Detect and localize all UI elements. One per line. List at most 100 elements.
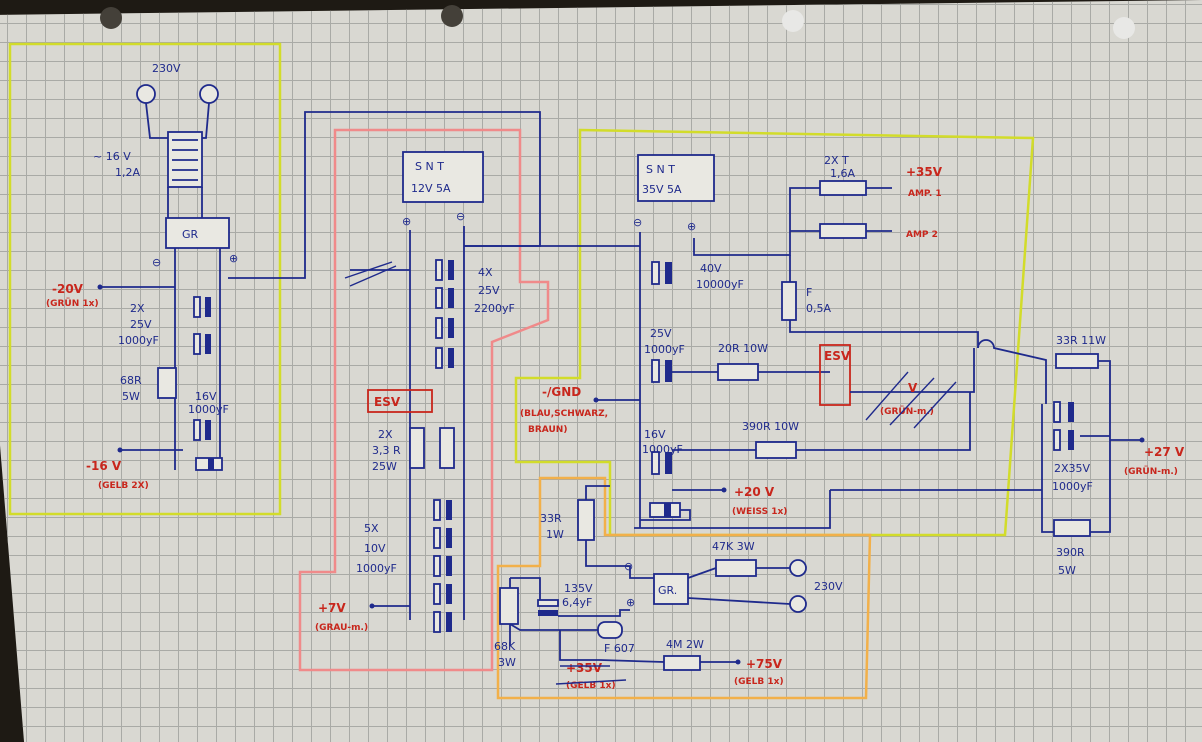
bridge-rectifier xyxy=(653,573,689,605)
cap2-count: 5X xyxy=(364,522,379,535)
output-plus75-color: (GELB 1x) xyxy=(734,677,784,687)
transformer-label: ~ 16 V xyxy=(93,150,131,163)
fuse-label: F xyxy=(806,286,812,299)
res68-power: 5W xyxy=(122,390,140,403)
smps-12v-section: S N T 12V 5A ⊕ ⊖ 4X 25V 2200yF ESV 2X 3,… xyxy=(315,151,515,633)
res33-value: 33R xyxy=(540,512,562,525)
rectifier-label: GR xyxy=(182,228,199,241)
fuse-symbol xyxy=(597,621,623,639)
fuse-amp1 xyxy=(819,180,867,196)
left-section: 230V ~ 16 V 1,2A GR ⊖ ⊕ -20V (GRÜN 1x) 2… xyxy=(46,62,541,491)
output-neg16-voltage: -16 V xyxy=(86,459,122,473)
resistor-68k xyxy=(499,587,519,625)
smps35-title: S N T xyxy=(646,163,675,176)
punch-hole xyxy=(441,5,463,27)
resistor-33r xyxy=(409,427,425,469)
frame-bottom-section xyxy=(496,476,872,700)
cap-capacitance: 10000yF xyxy=(696,278,744,291)
res33-label: 33R 11W xyxy=(1056,334,1106,347)
resistor-390r xyxy=(1053,519,1091,537)
cap2-voltage: 25V xyxy=(650,327,672,340)
capacitor-symbol xyxy=(651,359,672,383)
minus-terminal: ⊖ xyxy=(633,216,642,229)
struck-color: (GELB 1x) xyxy=(566,681,616,691)
resistor-4m xyxy=(663,655,701,671)
bridge-label: GR. xyxy=(658,584,677,597)
minus-terminal: ⊖ xyxy=(624,560,633,573)
capacitor-symbol xyxy=(1053,401,1074,451)
cap-count: 4X xyxy=(478,266,493,279)
output-plus7-color: (GRAU-m.) xyxy=(315,623,368,633)
cap-voltage: 135V xyxy=(564,582,593,595)
mains-label: 230V xyxy=(152,62,181,75)
esv-box xyxy=(367,389,433,413)
cap2-capacitance: 1000yF xyxy=(644,343,685,356)
esv-label: ESV xyxy=(374,395,401,409)
plus-terminal: ⊕ xyxy=(626,596,635,609)
resistor-33r xyxy=(1055,353,1099,369)
bottom-section: 33R 1W ⊖ ⊕ GR. 47K 3W 230V 135V 6,4yF 68… xyxy=(494,485,843,691)
cap-capacitance: 6,4yF xyxy=(562,596,592,609)
output-plus7-voltage: +7V xyxy=(318,601,346,615)
plus-terminal: ⊕ xyxy=(229,252,238,265)
res33-power: 25W xyxy=(372,460,397,473)
resistor-390r xyxy=(755,441,797,459)
transformer-current: 1,2A xyxy=(115,166,140,179)
output-plus75-voltage: +75V xyxy=(746,657,783,671)
minus-terminal: ⊖ xyxy=(456,210,465,223)
fuse-amp2 xyxy=(819,223,867,239)
frame-smps35-section xyxy=(514,128,1035,537)
res33-power: 1W xyxy=(546,528,564,541)
gnd-label: -/GND xyxy=(542,385,581,399)
fuse-05a xyxy=(781,281,797,321)
res20-label: 20R 10W xyxy=(718,342,768,355)
res390-power: 5W xyxy=(1058,564,1076,577)
plus-terminal: ⊕ xyxy=(402,215,411,228)
capacitor-symbol xyxy=(193,419,211,441)
minus-terminal: ⊖ xyxy=(152,256,161,269)
gnd-color-1: (BLAU,SCHWARZ, xyxy=(520,409,608,419)
smps35-box xyxy=(637,154,715,202)
plus-terminal: ⊕ xyxy=(687,220,696,233)
res68-value: 68R xyxy=(120,374,142,387)
res390-value: 390R xyxy=(1056,546,1085,559)
capacitor-bank xyxy=(435,259,454,369)
fuse-label: F 607 xyxy=(604,642,635,655)
gnd-color-2: BRAUN) xyxy=(528,425,567,435)
cap-capacitance: 1000yF xyxy=(118,334,159,347)
res33-count: 2X xyxy=(378,428,393,441)
smps-35v-section: S N T 35V 5A ⊖ ⊕ 40V 10000yF 2X T 1,6A +… xyxy=(464,154,1047,529)
right-section: 33R 11W 2X35V 1000yF 390R 5W +27 V (GRÜN… xyxy=(1041,334,1185,577)
mains-plug-icon xyxy=(136,84,156,104)
res33-value: 3,3 R xyxy=(372,444,401,457)
mains-plug-icon xyxy=(789,595,807,613)
capacitor-symbol xyxy=(651,261,672,285)
output-neg20-color: (GRÜN 1x) xyxy=(46,298,99,309)
resistor-47k xyxy=(715,559,757,577)
output-plus20-voltage: +20 V xyxy=(734,485,775,499)
punch-hole xyxy=(100,7,122,29)
punch-hole xyxy=(1113,17,1135,39)
capacitor-symbol xyxy=(537,599,559,607)
amp1-label: AMP. 1 xyxy=(908,189,942,199)
capacitor-symbol xyxy=(651,451,672,475)
punch-hole xyxy=(782,10,804,32)
cap3-voltage: 16V xyxy=(644,428,666,441)
struck-voltage: +35V xyxy=(566,661,603,675)
frame-smps12-section xyxy=(298,128,550,672)
res68k-power: 3W xyxy=(498,656,516,669)
cap3-capacitance: 1000yF xyxy=(642,443,683,456)
fuse-dual-count: 2X T xyxy=(824,154,849,167)
cap2-capacitance: 1000yF xyxy=(188,403,229,416)
output-plus27-color: (GRÜN-m.) xyxy=(1124,466,1178,477)
amp1-voltage: +35V xyxy=(906,165,943,179)
crossed-voltage: V xyxy=(908,381,918,395)
res68k-value: 68K xyxy=(494,640,516,653)
cap-capacitance: 2200yF xyxy=(474,302,515,315)
cap-capacitance: 1000yF xyxy=(1052,480,1093,493)
capacitor-symbol xyxy=(193,296,211,355)
smps12-box xyxy=(402,151,484,203)
frame-left-section xyxy=(8,42,282,516)
